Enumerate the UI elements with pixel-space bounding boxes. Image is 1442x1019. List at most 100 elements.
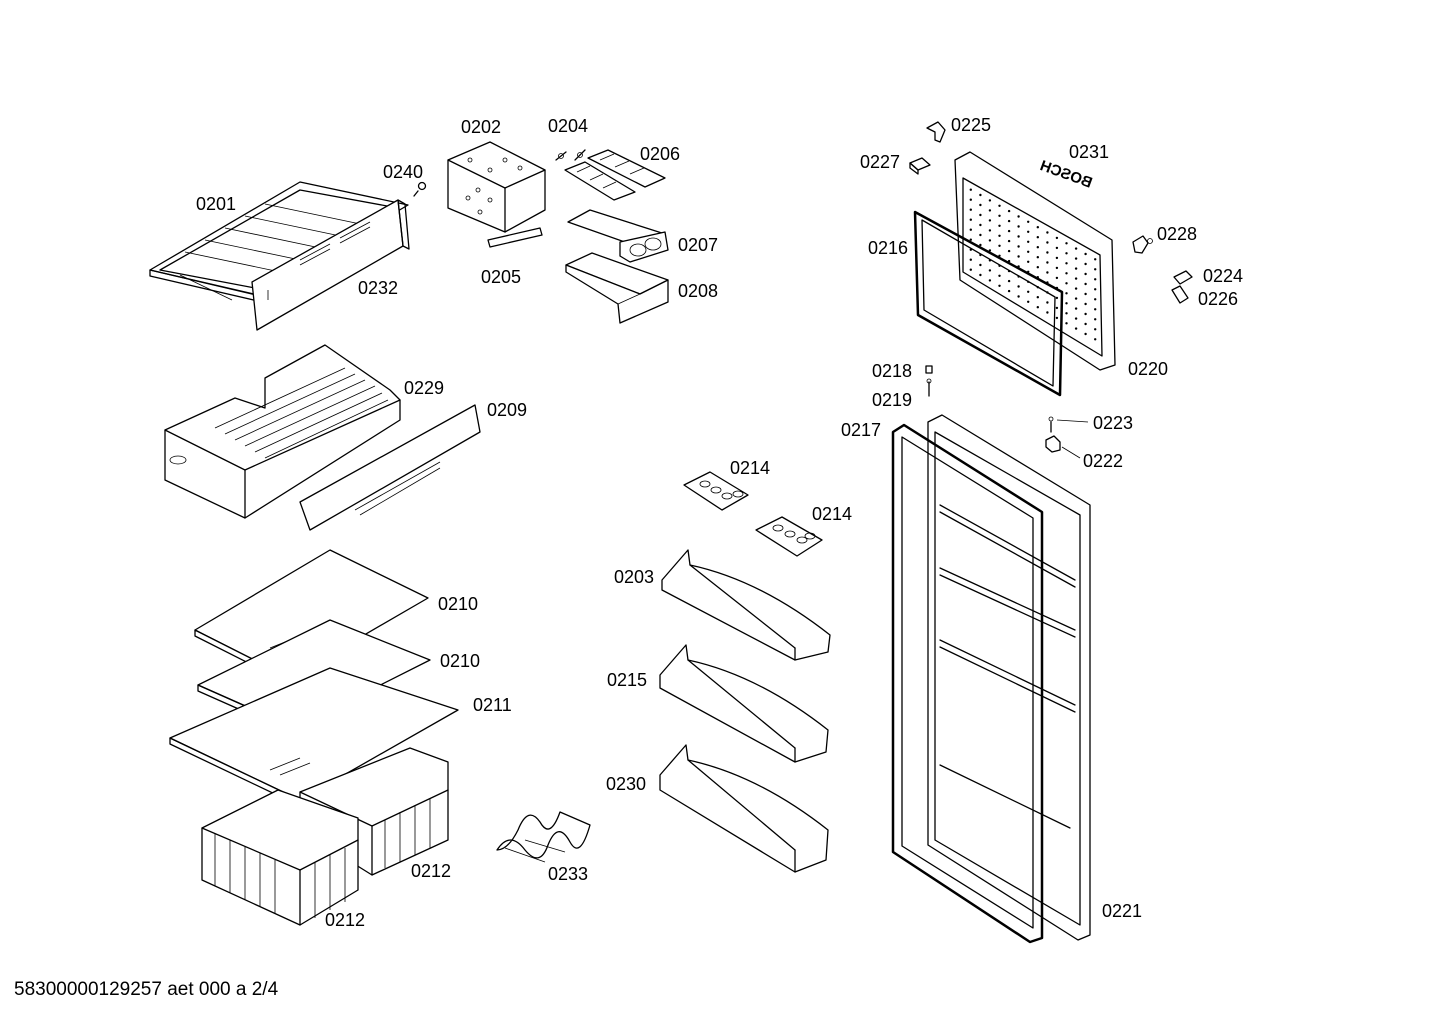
part-0215-door-shelf[interactable] <box>659 644 829 763</box>
liner-dot <box>1055 256 1059 260</box>
part-0204-clips[interactable] <box>555 149 586 161</box>
liner-dot <box>1017 255 1020 258</box>
part-0224-cap[interactable] <box>1173 270 1193 285</box>
liner-dot <box>1007 219 1011 223</box>
liner-dot <box>1055 236 1059 240</box>
liner-dot <box>1017 225 1020 228</box>
part-0207-ice-bin-frame[interactable] <box>567 209 669 263</box>
liner-dot <box>1046 251 1049 254</box>
liner-dot <box>969 188 972 191</box>
liner-dot <box>1065 292 1068 295</box>
brand-mark: BOSCH <box>1038 157 1095 192</box>
label-0214-a: 0214 <box>730 458 770 478</box>
liner-dot <box>969 228 972 231</box>
part-0227-cover[interactable] <box>909 157 931 175</box>
liner-dot <box>1065 322 1068 325</box>
liner-dot <box>1055 266 1059 270</box>
part-0203-door-shelf[interactable] <box>661 549 831 661</box>
part-0221-door-inner-liner[interactable] <box>927 414 1091 941</box>
liner-dot <box>1046 301 1049 304</box>
part-0222-block[interactable] <box>1045 435 1081 459</box>
part-0202-housing[interactable] <box>447 141 546 233</box>
label-0217: 0217 <box>841 420 881 440</box>
liner-dot <box>988 239 992 242</box>
part-0226-pad[interactable] <box>1171 285 1189 304</box>
liner-dot <box>1094 328 1097 331</box>
label-0206: 0206 <box>640 144 680 164</box>
liner-dot <box>1007 279 1011 283</box>
liner-dot <box>1007 249 1011 253</box>
liner-dot <box>1036 266 1040 269</box>
part-0223-screw[interactable] <box>1048 416 1089 433</box>
liner-dot <box>1027 300 1030 303</box>
label-0229: 0229 <box>404 378 444 398</box>
liner-dot <box>1094 268 1097 271</box>
part-0225-hinge-cap[interactable] <box>926 121 946 143</box>
liner-dot <box>979 213 982 217</box>
liner-dot <box>1027 290 1030 293</box>
part-0209-drawer-front[interactable] <box>299 404 481 531</box>
liner-dot <box>1027 240 1030 243</box>
part-0216-gasket[interactable] <box>913 210 1064 397</box>
label-0211: 0211 <box>473 695 512 715</box>
liner-dot <box>1074 277 1078 280</box>
liner-dot <box>1046 311 1049 314</box>
part-0228-clip[interactable] <box>1132 235 1153 254</box>
liner-dot <box>1036 226 1040 229</box>
liner-dot <box>1046 271 1049 274</box>
part-0217-door-gasket[interactable] <box>891 423 1044 944</box>
liner-dot <box>998 284 1001 287</box>
liner-dot <box>979 203 982 207</box>
part-0205-strip[interactable] <box>487 227 543 248</box>
liner-dot <box>1094 258 1097 261</box>
liner-dot <box>1027 250 1030 253</box>
liner-dot <box>998 274 1001 277</box>
part-0206-ice-trays[interactable] <box>564 149 666 201</box>
liner-dot <box>1084 302 1087 306</box>
liner-dot <box>1074 317 1078 320</box>
liner-dot <box>1074 257 1078 260</box>
part-0229-drawer[interactable] <box>164 344 401 519</box>
liner-dot <box>1074 287 1078 290</box>
liner-dot <box>1074 307 1078 310</box>
part-0233-bottle-rack[interactable] <box>496 811 591 863</box>
liner-dot <box>969 198 972 201</box>
label-0201: 0201 <box>196 194 236 214</box>
label-0218: 0218 <box>872 361 912 381</box>
liner-dot <box>1055 316 1059 320</box>
liner-dot <box>988 219 992 222</box>
label-0225: 0225 <box>951 115 991 135</box>
label-0221: 0221 <box>1102 901 1142 921</box>
liner-dot <box>1046 231 1049 234</box>
liner-dot <box>988 249 992 252</box>
label-0214-b: 0214 <box>812 504 852 524</box>
label-0212-a: 0212 <box>411 861 451 881</box>
liner-dot <box>1094 298 1097 301</box>
liner-dot <box>1065 302 1068 305</box>
liner-dot <box>969 218 972 221</box>
part-0212-crisper-left[interactable] <box>201 789 359 926</box>
part-0208-ice-bin[interactable] <box>565 252 669 324</box>
label-0228: 0228 <box>1157 224 1197 244</box>
liner-dot <box>979 223 982 227</box>
liner-dot <box>998 224 1001 227</box>
part-0230-door-shelf[interactable] <box>659 744 829 873</box>
label-0212-b: 0212 <box>325 910 365 930</box>
liner-dot <box>1046 241 1049 244</box>
liner-dot <box>1046 261 1049 264</box>
liner-dot <box>1065 242 1068 245</box>
part-0219-screw[interactable] <box>926 378 932 397</box>
part-0232-flap-panel[interactable] <box>251 199 410 331</box>
part-0240-screw[interactable] <box>413 181 427 197</box>
liner-dot <box>1084 272 1087 276</box>
part-0214-egg-tray-upper[interactable] <box>683 471 749 511</box>
liner-dot <box>1065 252 1068 255</box>
liner-dot <box>1084 262 1087 266</box>
label-0205: 0205 <box>481 267 521 287</box>
part-0214-egg-tray-lower[interactable] <box>755 516 823 557</box>
liner-dot <box>988 279 992 282</box>
part-0218-nut[interactable] <box>925 365 933 374</box>
liner-dot <box>1055 246 1059 250</box>
liner-dot <box>1027 260 1030 263</box>
liner-dot <box>979 273 982 277</box>
